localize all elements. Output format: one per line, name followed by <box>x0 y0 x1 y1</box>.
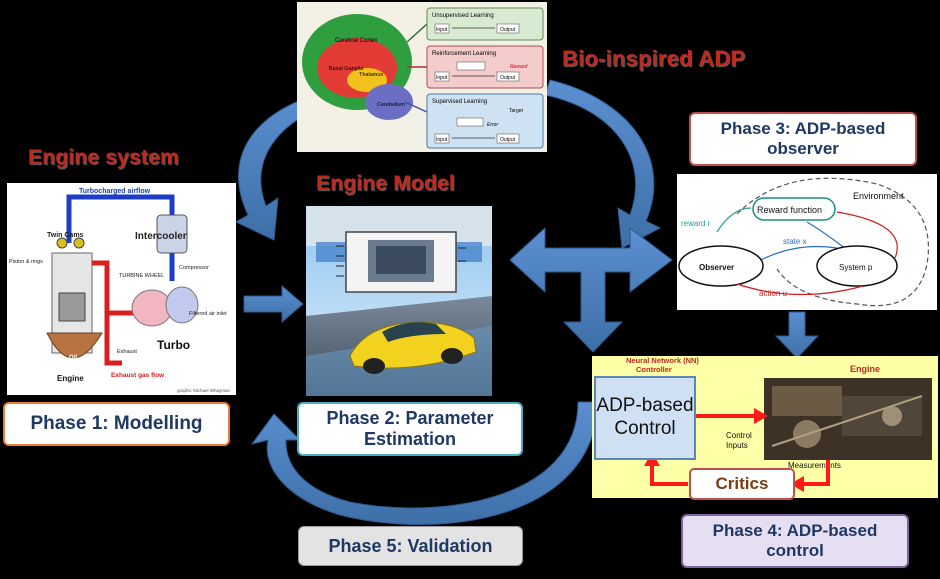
svg-text:Neural Network (NN): Neural Network (NN) <box>626 356 699 365</box>
adp-control-line2: Control <box>614 418 676 439</box>
phase-1-box: Phase 1: Modelling <box>3 402 230 446</box>
curved-arrow-bio-to-observer <box>544 79 662 249</box>
control-panel: Neural Network (NN) Controller Engine Co… <box>592 356 938 498</box>
phase-1-label: Phase 1: Modelling <box>30 413 203 435</box>
adp-control-line1: ADP-based <box>596 395 694 417</box>
brain-learning-diagram: Cerebral Cortex Thalamus Basal Ganglia C… <box>302 7 544 149</box>
engine-heading: Engine <box>850 364 880 374</box>
svg-text:Output: Output <box>500 27 516 33</box>
action-label: action u <box>759 289 787 298</box>
reward-function-box <box>752 197 836 221</box>
cerebellum-shape <box>365 84 413 120</box>
svg-text:TURBINE WHEEL: TURBINE WHEEL <box>119 273 164 279</box>
svg-text:Target: Target <box>509 108 524 114</box>
phase-4-line2: control <box>766 541 824 560</box>
environment-label: Environment <box>853 191 904 201</box>
engine-model-panel <box>306 206 492 396</box>
svg-text:Oil: Oil <box>69 355 77 361</box>
reward-function-label: Reward function <box>757 205 822 215</box>
engine-system-title: Engine system <box>28 146 179 169</box>
state-label: state x <box>783 237 807 246</box>
critics-label: Critics <box>715 474 769 493</box>
svg-text:Input: Input <box>436 75 448 81</box>
brain-label-cerebellum: Cerebellum <box>377 102 406 108</box>
brain-label-thalamus: Thalamus <box>359 72 383 78</box>
svg-text:Exhaust: Exhaust <box>117 349 137 355</box>
phase-5-box: Phase 5: Validation <box>298 526 523 566</box>
bio-inspired-panel: Cerebral Cortex Thalamus Basal Ganglia C… <box>297 2 547 152</box>
unsupervised-title: Unsupervised Learning <box>432 13 494 19</box>
svg-text:Reward: Reward <box>510 64 527 70</box>
system-node <box>816 245 898 287</box>
reinforcement-title: Reinforcement Learning <box>432 51 496 57</box>
curved-arrow-validation <box>250 401 599 525</box>
twin-cams-label: Twin Cams <box>47 232 84 239</box>
svg-text:graphic Michael Whayman: graphic Michael Whayman <box>177 388 231 393</box>
observer-panel: Environment Reward function reward r sta… <box>677 174 937 310</box>
phase-2-line2: Estimation <box>363 429 456 449</box>
double-arrow-model-observer <box>509 226 673 353</box>
phase-2-box: Phase 2: Parameter Estimation <box>297 402 523 456</box>
system-label: System p <box>839 263 873 272</box>
adp-observer-diagram: Environment Reward function reward r sta… <box>678 177 929 307</box>
phase-3-box: Phase 3: ADP-based observer <box>689 112 917 166</box>
observer-node <box>678 245 764 287</box>
phase-4-box: Phase 4: ADP-based control <box>681 514 909 568</box>
phase-3-line2: observer <box>767 139 839 158</box>
engine-system-panel: Turbocharged airflow Intercooler Twin Ca… <box>7 183 236 395</box>
svg-text:Input: Input <box>436 137 448 143</box>
adp-control-box: ADP-based Control <box>594 376 696 460</box>
svg-text:Output: Output <box>500 75 516 81</box>
arrow-system-to-model <box>243 284 304 324</box>
svg-text:Inputs: Inputs <box>726 441 748 450</box>
svg-text:Controller: Controller <box>636 365 672 374</box>
curved-arrow-bio-to-model <box>234 91 344 241</box>
brain-label-basal: Basal Ganglia <box>329 66 364 72</box>
bio-inspired-title: Bio-inspired ADP <box>562 46 746 71</box>
reward-label: reward r <box>681 219 711 228</box>
svg-text:Control: Control <box>726 431 752 440</box>
engine-model-title: Engine Model <box>316 172 455 195</box>
critics-box: Critics <box>689 468 795 500</box>
svg-text:Error: Error <box>487 122 498 128</box>
phase-3-line1: Phase 3: ADP-based <box>720 119 886 139</box>
engine-model-scene <box>306 206 492 396</box>
arrow-observer-to-control <box>774 311 820 359</box>
engine-label: Engine <box>57 374 84 383</box>
brain-label-cortex: Cerebral Cortex <box>335 38 377 44</box>
observer-label: Observer <box>699 263 734 272</box>
turbo-engine-diagram: Turbocharged airflow Intercooler Twin Ca… <box>9 188 231 393</box>
adp-control-diagram: Neural Network (NN) Controller Engine Co… <box>626 356 932 492</box>
intercooler-label: Intercooler <box>135 231 187 242</box>
environment-boundary <box>736 177 929 307</box>
turbo-label: Turbo <box>157 338 190 352</box>
svg-text:Input: Input <box>436 27 448 33</box>
supervised-title: Supervised Learning <box>432 99 487 105</box>
thalamus-shape <box>347 68 387 92</box>
svg-text:Filtered air inlet: Filtered air inlet <box>189 311 227 317</box>
turbocharged-airflow-label: Turbocharged airflow <box>79 188 151 195</box>
phase-5-label: Phase 5: Validation <box>328 535 493 556</box>
svg-text:Exhaust gas flow: Exhaust gas flow <box>111 372 165 379</box>
svg-text:Compressor: Compressor <box>179 265 209 271</box>
phase-2-line1: Phase 2: Parameter <box>326 408 494 429</box>
svg-text:Measurements: Measurements <box>788 461 841 470</box>
phase-4-line1: Phase 4: ADP-based <box>712 521 878 541</box>
svg-text:Piston & rings: Piston & rings <box>9 259 43 265</box>
svg-text:Output: Output <box>500 137 516 143</box>
